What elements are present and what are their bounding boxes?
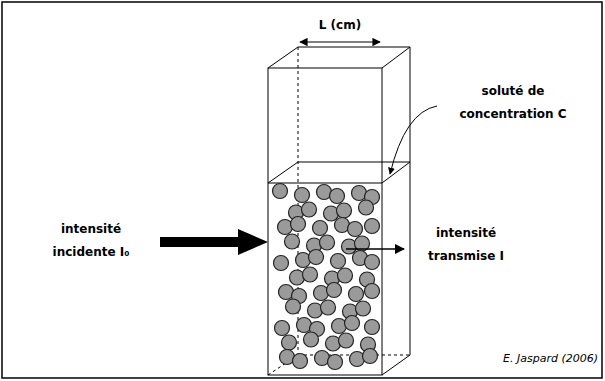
solute-molecule [356,301,371,316]
dimension-label: L (cm) [300,14,380,37]
solute-molecule [327,283,342,298]
solute-molecule [295,188,310,203]
solute-molecule [321,300,336,315]
dimension-arrow [300,41,380,42]
cuvette-edge [298,47,410,48]
cuvette-edge [382,355,410,375]
solute-molecules [273,184,380,370]
solute-molecule [286,299,301,314]
liquid-surface [268,162,410,183]
solute-molecule [337,203,352,218]
incident-arrow [160,229,268,255]
solute-molecule [365,255,380,270]
solute-molecule [328,355,343,370]
solute-molecule [291,217,306,232]
solute-molecule [345,316,360,331]
leader-line [390,106,437,174]
cuvette-edge [268,47,298,68]
cuvette-edge [410,47,411,355]
solute-molecule [365,284,380,299]
solute-label: soluté de concentration C [438,80,588,126]
transmitted-arrow [346,248,404,250]
solute-molecule [359,200,374,215]
solute-molecule [348,222,363,237]
transmitted-label: intensité transmise I [410,222,522,268]
solute-molecule [331,254,346,269]
solute-molecule [285,234,300,249]
frame [2,2,602,378]
solute-molecule [365,320,380,335]
solute-molecule [303,267,318,282]
cuvette-front [268,68,382,375]
solute-molecule [309,250,324,265]
solute-molecule [302,202,317,217]
solute-molecule [339,333,354,348]
solute-molecule [275,321,290,336]
solute-molecule [338,268,353,283]
solute-molecule [293,354,308,369]
solute-molecule [282,335,297,350]
solute-molecule [274,256,289,271]
incident-label: intensité incidente I₀ [30,218,152,264]
solute-molecule [363,349,378,364]
cuvette-edge [382,47,410,68]
solute-molecule [365,219,380,234]
solute-molecule [304,332,319,347]
solute-molecule [313,221,328,236]
credit-note: E. Jaspard (2006) [470,352,598,366]
solute-molecule [330,189,345,204]
solute-molecule [320,235,335,250]
solute-molecule [349,287,364,302]
solute-molecule [273,184,288,199]
